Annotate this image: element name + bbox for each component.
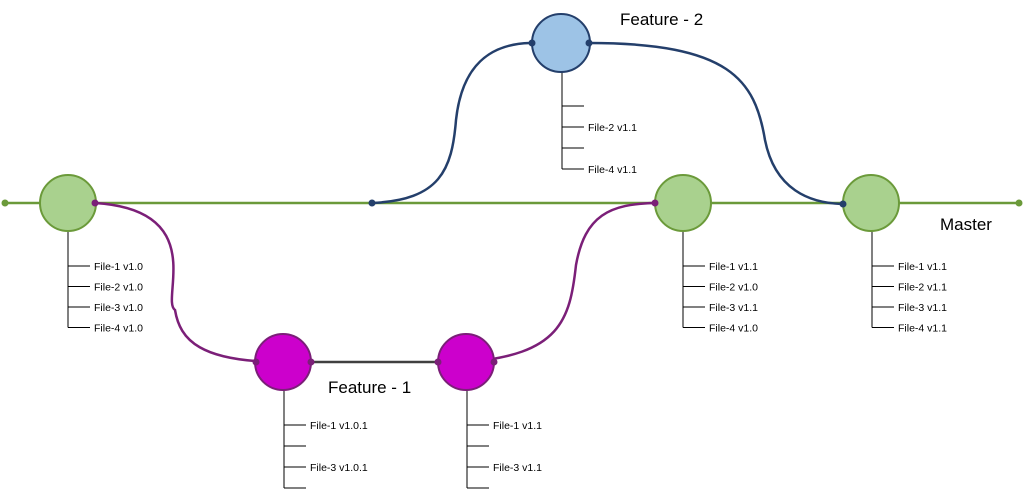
file-label: File-3 v1.1 (898, 302, 947, 314)
file-label: File-4 v1.0 (94, 323, 143, 335)
feature2-commit-out-dot (585, 39, 593, 47)
master-commit-2[interactable] (654, 174, 712, 232)
master-end-dot (1015, 199, 1023, 207)
file-label: File-2 v1.0 (94, 282, 143, 294)
feature2-branch-out-line (371, 41, 531, 205)
file-label: File-1 v1.1 (709, 261, 758, 273)
file-label: File-1 v1.0.1 (310, 420, 368, 432)
file-label: File-3 v1.0.1 (310, 462, 368, 474)
junction-dots (91, 39, 847, 366)
feature2-fork-dot (368, 199, 376, 207)
feature1-branch-point-dot (91, 199, 99, 207)
feature1-commit-1-in-dot (252, 358, 260, 366)
feature1-merge-line (465, 201, 656, 364)
feature1-commit-2[interactable] (437, 333, 495, 391)
feature1-commit-1[interactable] (254, 333, 312, 391)
feature2-commit-1[interactable] (531, 13, 591, 73)
file-label: File-3 v1.1 (493, 462, 542, 474)
file-label: File-2 v1.1 (588, 122, 637, 134)
master-commit-3[interactable] (842, 174, 900, 232)
file-label: File-4 v1.1 (588, 164, 637, 176)
feature1-merge-dot (651, 199, 659, 207)
file-label: File-3 v1.0 (94, 302, 143, 314)
file-label: File-4 v1.1 (898, 323, 947, 335)
master-start-dot (1, 199, 9, 207)
feature2-label: Feature - 2 (620, 10, 703, 29)
file-label: File-1 v1.1 (898, 261, 947, 273)
master-commit-1[interactable] (39, 174, 97, 232)
file-label: File-2 v1.0 (709, 282, 758, 294)
feature2-commit-in-dot (528, 39, 536, 47)
feature2-merge-dot (839, 200, 847, 208)
file-label: File-4 v1.0 (709, 323, 758, 335)
master-label: Master (940, 215, 992, 234)
feature1-label: Feature - 1 (328, 378, 411, 397)
feature1-commit-2-in-dot (434, 358, 442, 366)
feature1-commit-2-out-dot (490, 358, 498, 366)
file-label: File-1 v1.1 (493, 420, 542, 432)
file-label: File-1 v1.0 (94, 261, 143, 273)
feature1-commit-1-out-dot (307, 358, 315, 366)
file-label: File-2 v1.1 (898, 282, 947, 294)
feature1-branch-out-line (94, 201, 284, 364)
feature2-merge-line (588, 41, 843, 206)
file-label: File-3 v1.1 (709, 302, 758, 314)
